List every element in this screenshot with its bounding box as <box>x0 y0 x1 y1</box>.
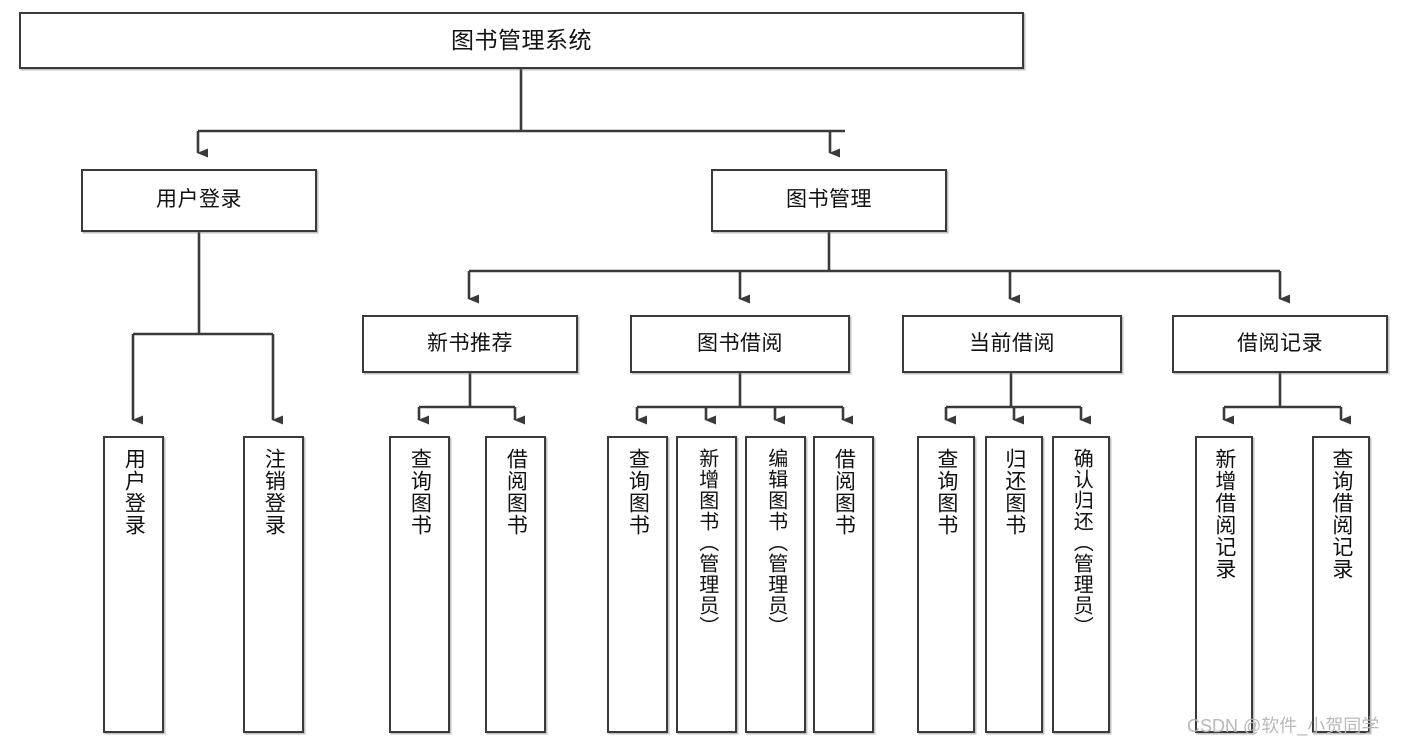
node-leaf-edit-book[interactable]: 编辑图书（管理员） <box>745 436 806 733</box>
node-leaf-logout-label: 注销登录 <box>262 448 286 536</box>
node-borrow-record[interactable]: 借阅记录 <box>1172 315 1388 373</box>
node-leaf-borrow-book-2-label: 借阅图书 <box>832 448 856 536</box>
node-leaf-borrow-book-2[interactable]: 借阅图书 <box>813 436 874 733</box>
node-leaf-query-book-2[interactable]: 查询图书 <box>607 436 668 733</box>
node-new-book-rec-label: 新书推荐 <box>427 331 513 355</box>
node-leaf-user-login[interactable]: 用户登录 <box>103 436 164 733</box>
node-user-login[interactable]: 用户登录 <box>81 169 317 232</box>
node-leaf-logout[interactable]: 注销登录 <box>243 436 304 733</box>
node-leaf-query-record[interactable]: 查询借阅记录 <box>1312 436 1370 733</box>
node-book-borrow[interactable]: 图书借阅 <box>630 315 850 373</box>
node-book-manage[interactable]: 图书管理 <box>711 169 947 232</box>
node-leaf-edit-book-label: 编辑图书（管理员） <box>764 448 787 637</box>
node-leaf-add-record[interactable]: 新增借阅记录 <box>1195 436 1253 733</box>
node-root[interactable]: 图书管理系统 <box>19 12 1024 69</box>
node-leaf-query-book-1-label: 查询图书 <box>408 448 432 536</box>
node-leaf-query-book-1[interactable]: 查询图书 <box>389 436 450 733</box>
node-book-manage-label: 图书管理 <box>786 188 872 212</box>
node-leaf-borrow-book-1-label: 借阅图书 <box>504 448 528 536</box>
node-leaf-confirm-return[interactable]: 确认归还（管理员） <box>1052 436 1110 733</box>
node-leaf-borrow-book-1[interactable]: 借阅图书 <box>485 436 546 733</box>
node-root-label: 图书管理系统 <box>451 26 592 53</box>
node-new-book-rec[interactable]: 新书推荐 <box>362 315 578 373</box>
node-leaf-query-record-label: 查询借阅记录 <box>1329 448 1353 580</box>
node-current-borrow-label: 当前借阅 <box>969 331 1055 355</box>
node-user-login-label: 用户登录 <box>156 188 242 212</box>
node-leaf-return-book[interactable]: 归还图书 <box>985 436 1043 733</box>
node-leaf-return-book-label: 归还图书 <box>1002 448 1026 536</box>
node-current-borrow[interactable]: 当前借阅 <box>902 315 1122 373</box>
node-leaf-query-book-3-label: 查询图书 <box>934 448 958 536</box>
node-leaf-add-record-label: 新增借阅记录 <box>1212 448 1236 580</box>
node-leaf-query-book-2-label: 查询图书 <box>626 448 650 536</box>
node-book-borrow-label: 图书借阅 <box>697 331 783 355</box>
node-leaf-add-book-label: 新增图书（管理员） <box>695 448 718 637</box>
node-leaf-query-book-3[interactable]: 查询图书 <box>917 436 975 733</box>
node-borrow-record-label: 借阅记录 <box>1237 331 1323 355</box>
node-leaf-confirm-return-label: 确认归还（管理员） <box>1070 448 1093 637</box>
node-leaf-user-login-label: 用户登录 <box>122 448 146 536</box>
node-leaf-add-book[interactable]: 新增图书（管理员） <box>676 436 737 733</box>
csdn-watermark: CSDN @软件_小贺同学 <box>1187 716 1380 736</box>
